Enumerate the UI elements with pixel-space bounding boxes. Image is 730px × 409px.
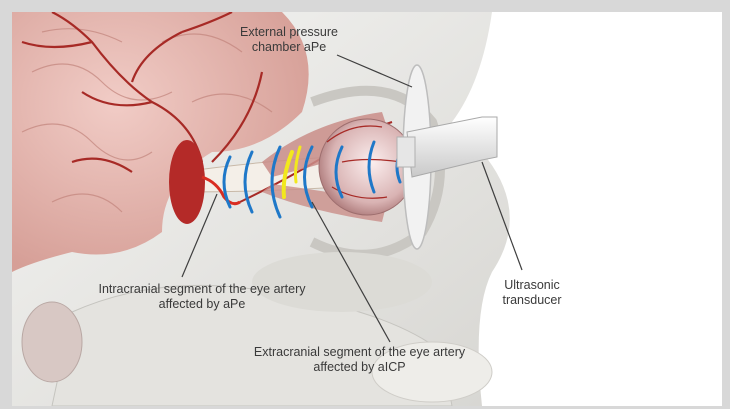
anatomy-illustration: External pressure chamber aPe Ultrasonic…	[12, 12, 722, 406]
label-intracranial-segment: Intracranial segment of the eye artery a…	[72, 282, 332, 312]
label-transducer: Ultrasonic transducer	[482, 278, 582, 308]
transducer-tip	[397, 137, 415, 167]
ear-region	[22, 302, 82, 382]
optic-chiasm	[169, 140, 205, 224]
label-pressure-chamber: External pressure chamber aPe	[224, 25, 354, 55]
label-extracranial-segment: Extracranial segment of the eye artery a…	[227, 345, 492, 375]
